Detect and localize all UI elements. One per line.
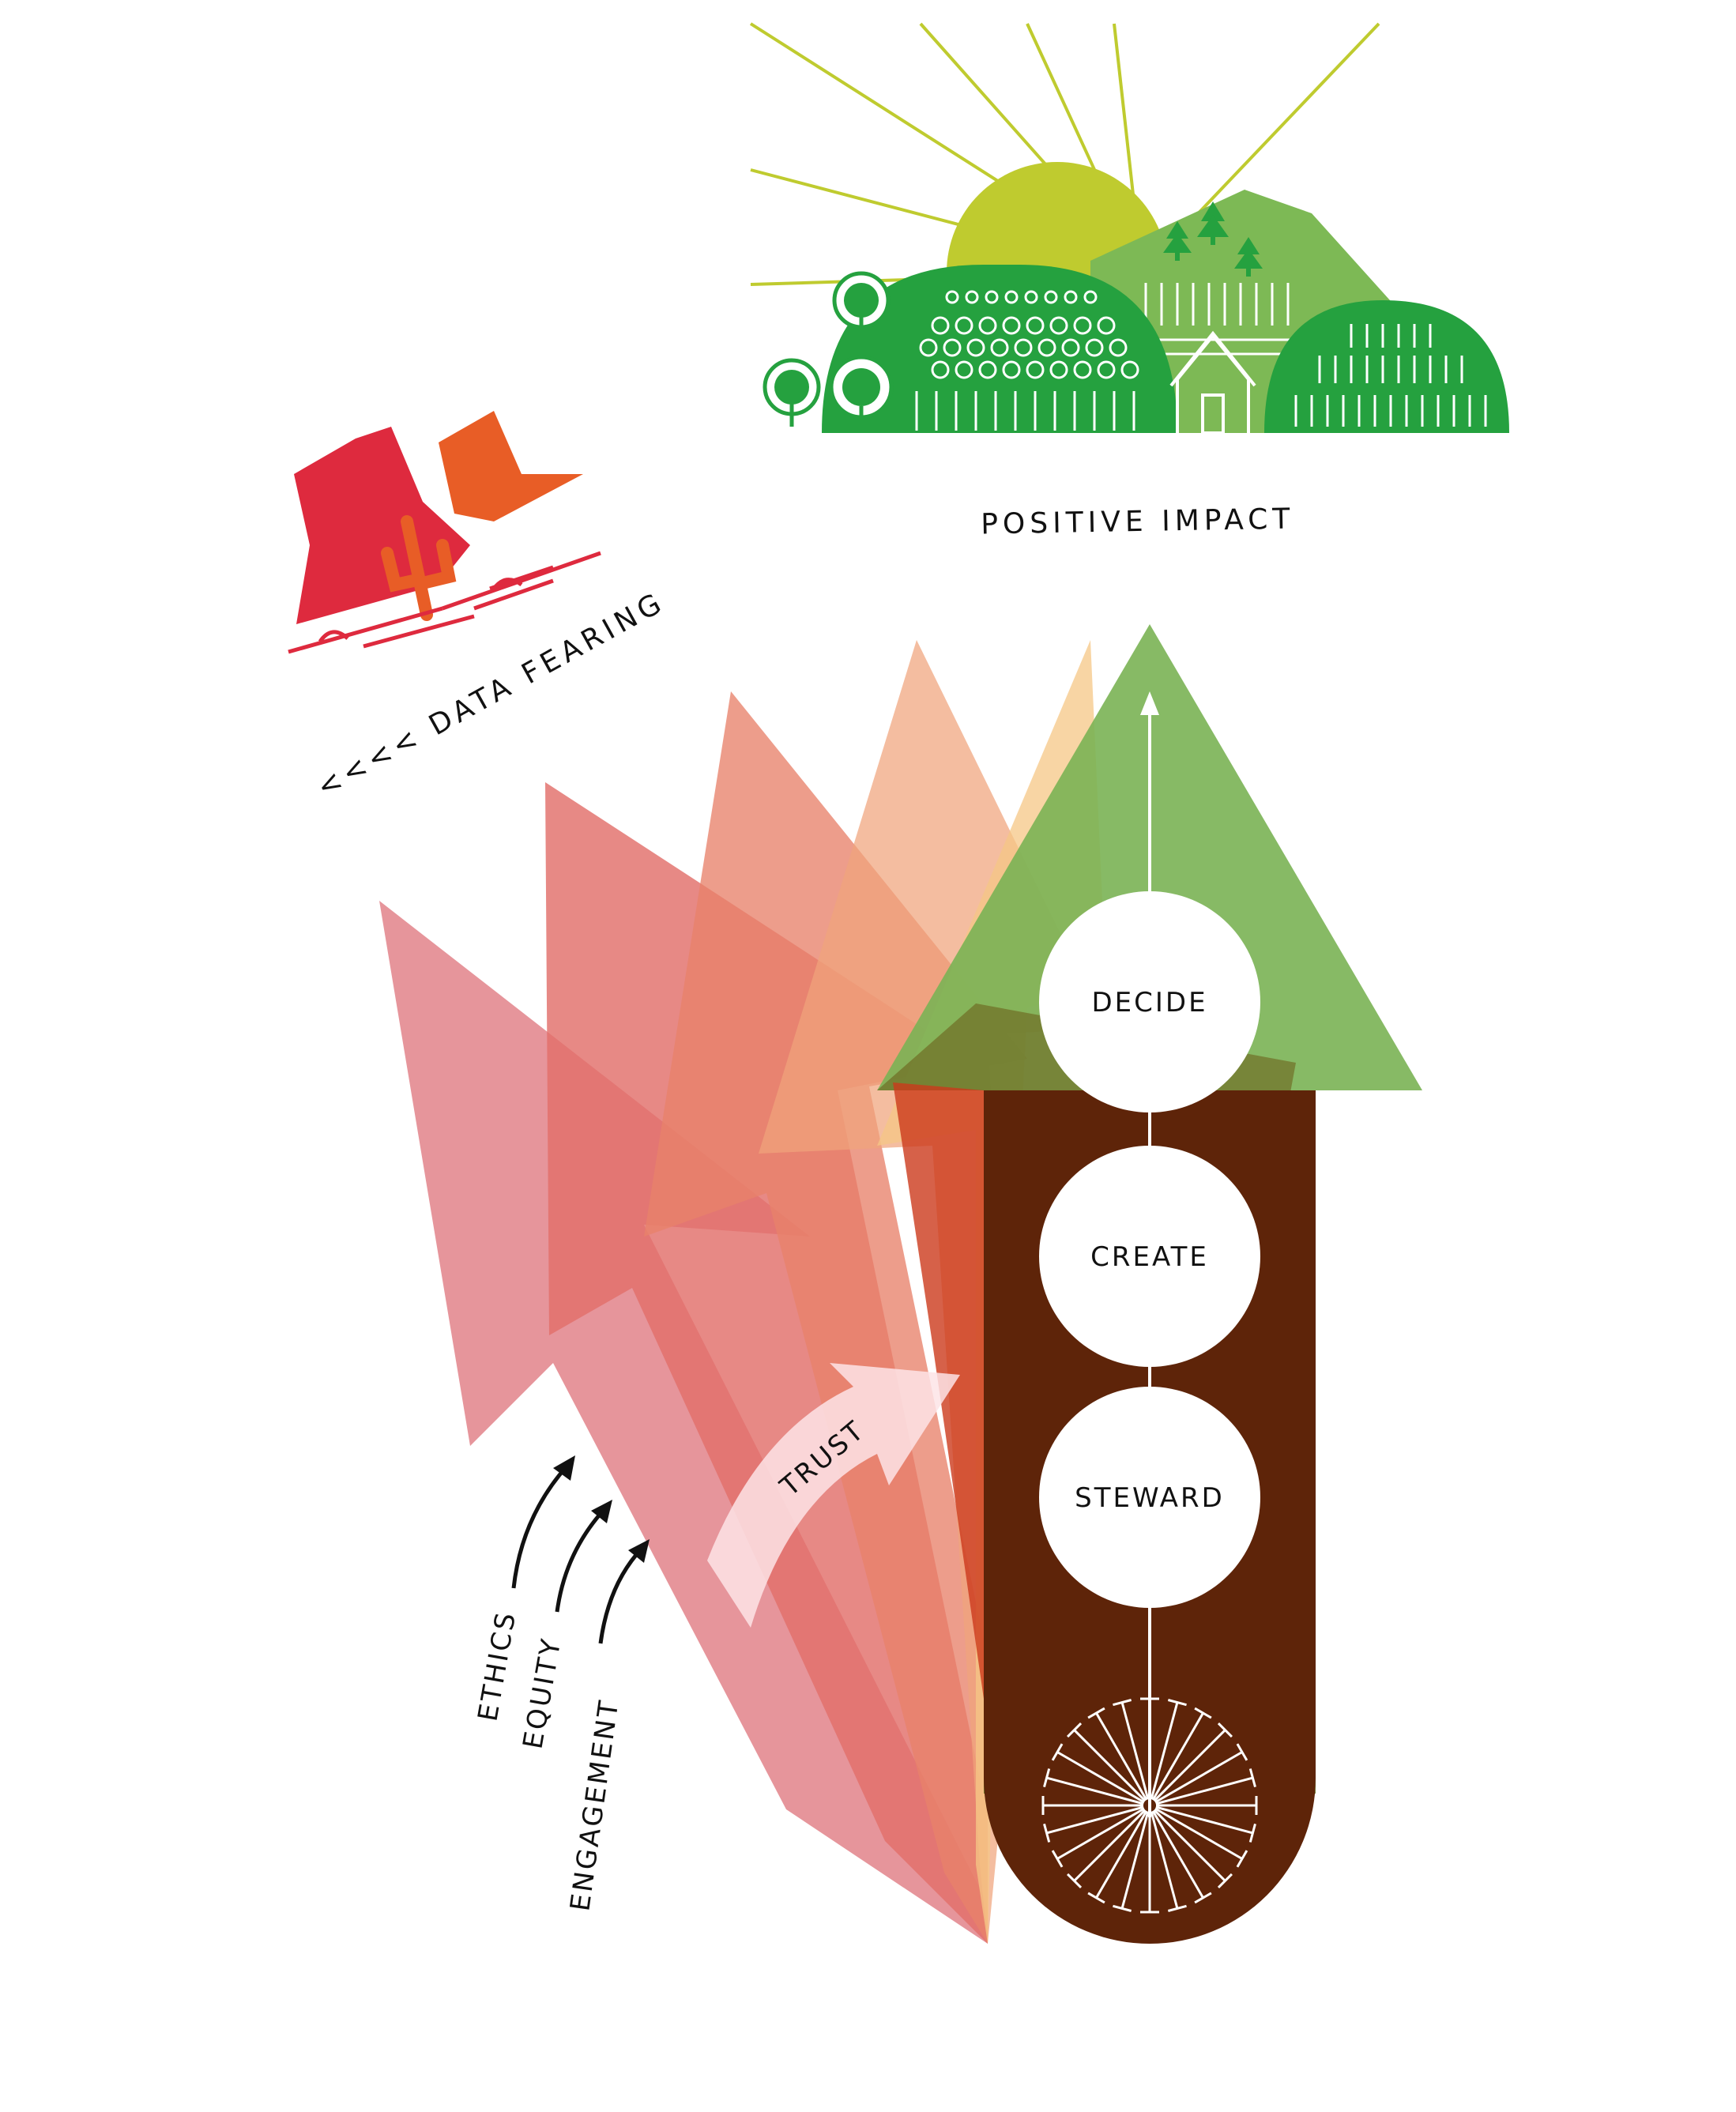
cactus-icon	[381, 515, 457, 621]
burst-spoke	[1046, 1776, 1144, 1805]
stage-steward-label: STEWARD	[1075, 1482, 1225, 1514]
burst-spoke	[1155, 1776, 1253, 1805]
values-arrows	[511, 1464, 643, 1644]
burst-spoke-cap	[1066, 1722, 1083, 1738]
trust-arrow	[707, 1363, 960, 1628]
red-mesa	[294, 427, 470, 624]
stage-create: CREATE	[1039, 1146, 1260, 1367]
positive-impact-landscape	[749, 22, 1509, 435]
burst-spoke	[1095, 1712, 1148, 1801]
burst-spoke-cap	[1167, 1904, 1187, 1912]
burst-spoke	[1120, 1811, 1150, 1909]
burst-spoke-cap	[1217, 1722, 1233, 1738]
burst-spoke-cap	[1194, 1892, 1212, 1904]
corn-rows	[915, 391, 1135, 431]
burst-spoke	[1154, 1751, 1243, 1804]
orange-mesa	[439, 411, 583, 521]
burst-spoke	[1046, 1805, 1144, 1835]
burst-spoke-cap	[1051, 1850, 1064, 1868]
stage-create-label: CREATE	[1090, 1241, 1209, 1273]
burst-spoke	[1150, 1811, 1179, 1909]
burst-spoke-cap	[1066, 1873, 1083, 1889]
orchard-rows	[919, 290, 1139, 379]
dark-green-hill-left	[822, 265, 1177, 433]
burst-spoke	[1150, 1702, 1179, 1800]
burst-spoke-cap	[1043, 1823, 1051, 1843]
data-fearing-label: <<<< DATA FEARING	[311, 585, 670, 804]
conifer-trees	[1163, 201, 1263, 277]
equity-label: EQUITY	[517, 1635, 567, 1751]
burst-spoke	[1153, 1809, 1226, 1882]
deciduous-trees	[763, 271, 894, 433]
burst-spoke	[1151, 1712, 1204, 1801]
burst-spoke	[1120, 1702, 1150, 1800]
engagement-label: ENGAGEMENT	[564, 1697, 625, 1914]
stage-decide-label: DECIDE	[1091, 987, 1207, 1018]
farm-house	[1169, 330, 1256, 435]
burst-spoke-cap	[1236, 1850, 1248, 1868]
burst-spoke	[1151, 1810, 1204, 1899]
data-label: DATA	[1110, 1951, 1189, 1982]
burst-spoke-cap	[1113, 1904, 1132, 1912]
burst-spoke	[1073, 1729, 1147, 1802]
positive-impact-label: POSITIVE IMPACT	[981, 503, 1295, 541]
burst-spoke-cap	[1248, 1823, 1256, 1843]
wheat-field-right	[1294, 324, 1487, 427]
burst-spoke-cap	[1043, 1768, 1051, 1788]
burst-spoke-cap	[1087, 1707, 1105, 1719]
burst-spoke	[1073, 1809, 1147, 1882]
burst-spoke-cap	[1194, 1707, 1212, 1719]
burst-spoke-cap	[1113, 1699, 1132, 1707]
red-accent	[893, 1082, 984, 1699]
burst-spoke	[1155, 1805, 1253, 1835]
burst-spoke	[1056, 1751, 1145, 1804]
burst-spoke-cap	[1217, 1873, 1233, 1889]
burst-spoke	[1154, 1807, 1243, 1860]
desert-ground-lines	[288, 551, 601, 654]
dark-green-hill-right	[1264, 300, 1509, 433]
burst-spoke-cap	[1248, 1768, 1256, 1788]
stage-decide: DECIDE	[1039, 891, 1260, 1112]
values-arrowheads	[553, 1455, 650, 1563]
desert-icon	[288, 411, 601, 654]
ethics-label: ETHICS	[472, 1609, 522, 1724]
burst-spoke-cap	[1051, 1743, 1064, 1761]
burst-spoke-cap	[1167, 1699, 1187, 1707]
data-burst-icon	[1041, 1697, 1258, 1914]
burst-spoke-cap	[1236, 1743, 1248, 1761]
burst-spoke-cap	[1087, 1892, 1105, 1904]
burst-spoke	[1095, 1810, 1148, 1899]
burst-spoke	[1153, 1729, 1226, 1802]
burst-spoke	[1056, 1807, 1145, 1860]
stage-steward: STEWARD	[1039, 1387, 1260, 1608]
